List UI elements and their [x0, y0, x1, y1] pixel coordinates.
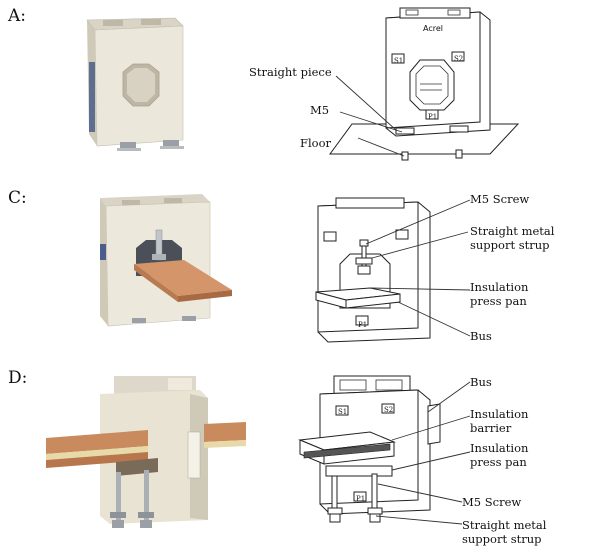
- drawing-a: [329, 7, 520, 161]
- callout-press-pan-d-2: press pan: [470, 455, 527, 469]
- marking-p1-d: P1: [356, 495, 366, 503]
- callout-support-strup-c-2: support strup: [470, 238, 550, 252]
- callout-floor: Floor: [300, 136, 332, 150]
- callout-straight-piece: Straight piece: [249, 65, 332, 79]
- marking-p1-a: P1: [428, 113, 438, 121]
- section-c-label: C:: [8, 188, 27, 208]
- photo-c-transformer-bus: [100, 194, 232, 327]
- callout-press-pan-d-1: Insulation: [470, 441, 529, 455]
- marking-p1-c: P1: [358, 321, 368, 329]
- section-d-label: D:: [8, 368, 28, 388]
- callout-bus-c: Bus: [470, 329, 492, 343]
- callout-support-strup-d-1: Straight metal: [462, 518, 547, 532]
- drawing-c: [315, 197, 431, 343]
- marking-s2-d: S2: [384, 406, 394, 414]
- callout-barrier-d-2: barrier: [470, 421, 512, 435]
- section-a-label: A:: [8, 6, 27, 26]
- photo-a-transformer: [86, 17, 184, 151]
- marking-s2-a: S2: [454, 55, 464, 63]
- brand-a: Acrel: [423, 24, 443, 33]
- callout-m5-screw-d: M5 Screw: [462, 495, 522, 509]
- photo-d-transformer-bus: [46, 376, 246, 528]
- drawing-d: [298, 375, 441, 523]
- marking-s1-a: S1: [394, 57, 404, 65]
- callout-barrier-d-1: Insulation: [470, 407, 529, 421]
- marking-s1-d: S1: [338, 408, 348, 416]
- callout-m5-a: M5: [310, 103, 330, 117]
- callout-press-pan-c-1: Insulation: [470, 280, 529, 294]
- callout-support-strup-d-2: support strup: [462, 532, 542, 546]
- callout-bus-d: Bus: [470, 375, 492, 389]
- callout-press-pan-c-2: press pan: [470, 294, 527, 308]
- callout-m5-screw-c: M5 Screw: [470, 192, 530, 206]
- callout-support-strup-c-1: Straight metal: [470, 224, 555, 238]
